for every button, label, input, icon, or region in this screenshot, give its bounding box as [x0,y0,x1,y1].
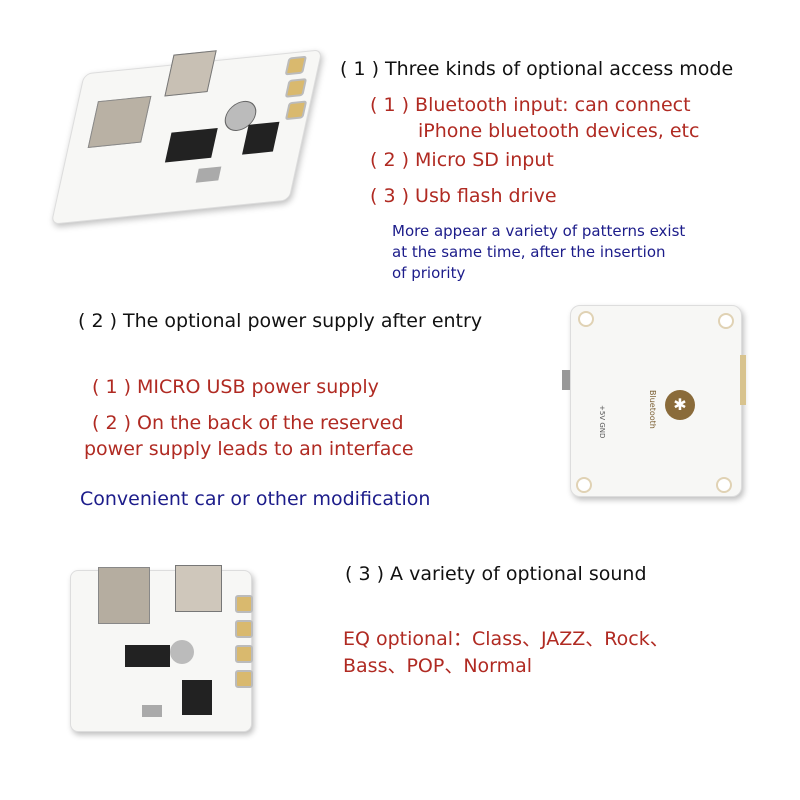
section1-note-3: of priority [392,264,466,282]
section3-item-2: Bass、POP、Normal [343,655,533,677]
bluetooth-board-top-image [70,565,260,735]
section1-item-2: ( 2 ) Micro SD input [370,149,554,171]
section2-item-1: ( 1 ) MICRO USB power supply [92,376,379,398]
section2-note: Convenient car or other modification [80,488,431,510]
section2-item-2-cont: power supply leads to an interface [84,438,414,460]
section2-item-2: ( 2 ) On the back of the reserved [92,412,404,434]
bluetooth-board-back-image: ✱ Bluetooth +5V GND [562,305,746,500]
bluetooth-label: Bluetooth [648,390,657,429]
section3-title: ( 3 ) A variety of optional sound [345,563,647,585]
section1-item-3: ( 3 ) Usb flash drive [370,185,557,207]
section1-title: ( 1 ) Three kinds of optional access mod… [340,58,734,80]
section3-item-1: EQ optional：Class、JAZZ、Rock、 [343,628,669,650]
section2-title: ( 2 ) The optional power supply after en… [78,310,483,332]
section1-note-1: More appear a variety of patterns exist [392,222,686,240]
bluetooth-icon: ✱ [665,390,695,420]
power-pins-label: +5V GND [598,405,606,439]
bluetooth-board-front-image [49,47,341,232]
section1-note-2: at the same time, after the insertion [392,243,666,261]
section1-item-1: ( 1 ) Bluetooth input: can connect [370,94,691,116]
section1-item-1-cont: iPhone bluetooth devices, etc [418,120,700,142]
